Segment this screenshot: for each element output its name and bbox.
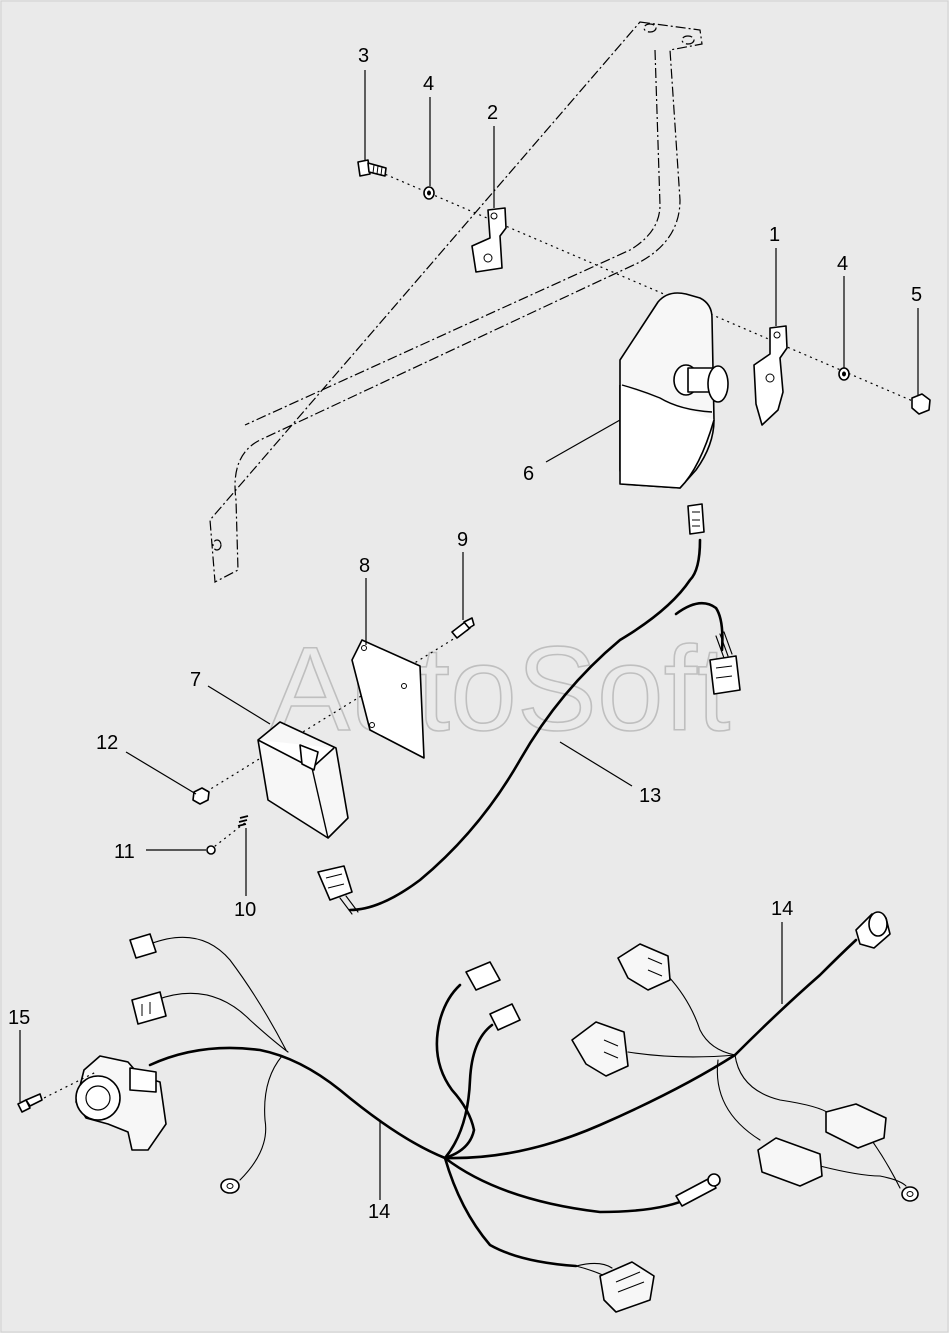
spring-part-10 — [237, 815, 249, 827]
callout-1: 1 — [769, 224, 780, 246]
screw-part-15 — [17, 1093, 43, 1113]
phantom-mounting-bracket — [209, 21, 703, 583]
callout-3: 3 — [358, 45, 369, 67]
control-box-part — [619, 292, 729, 489]
callout-15: 15 — [8, 1007, 30, 1029]
bolt-part — [357, 159, 387, 177]
top-assembly-axis — [379, 171, 923, 406]
callout-4-right: 4 — [837, 253, 848, 275]
bracket-part-1 — [753, 325, 788, 426]
wiring-harness-13 — [317, 503, 741, 915]
callout-9: 9 — [457, 529, 468, 551]
leader-lines — [19, 70, 919, 1200]
callout-14-top: 14 — [771, 898, 793, 920]
callout-13: 13 — [639, 785, 661, 807]
callout-labels: 3 4 2 1 4 5 6 9 8 7 12 13 11 10 14 15 14 — [8, 45, 922, 1223]
nut-part — [911, 393, 931, 415]
electronic-module-part — [257, 721, 349, 839]
nut-part-11 — [206, 845, 216, 855]
callout-12: 12 — [96, 732, 118, 754]
mounting-plate-part — [351, 639, 425, 759]
callout-5: 5 — [911, 284, 922, 306]
wiring-harness-14 — [75, 911, 919, 1313]
callout-7: 7 — [190, 669, 201, 691]
callout-14-bottom: 14 — [368, 1201, 390, 1223]
screw-part-9 — [451, 617, 475, 639]
watermark-text: AutoSoft — [270, 622, 730, 756]
callout-6: 6 — [523, 463, 534, 485]
callout-11: 11 — [114, 841, 135, 863]
bracket-part-2 — [471, 207, 507, 273]
nut-part-12 — [192, 787, 210, 805]
callout-10: 10 — [234, 899, 256, 921]
callout-4-left: 4 — [423, 73, 434, 95]
callout-2: 2 — [487, 102, 498, 124]
callout-8: 8 — [359, 555, 370, 577]
